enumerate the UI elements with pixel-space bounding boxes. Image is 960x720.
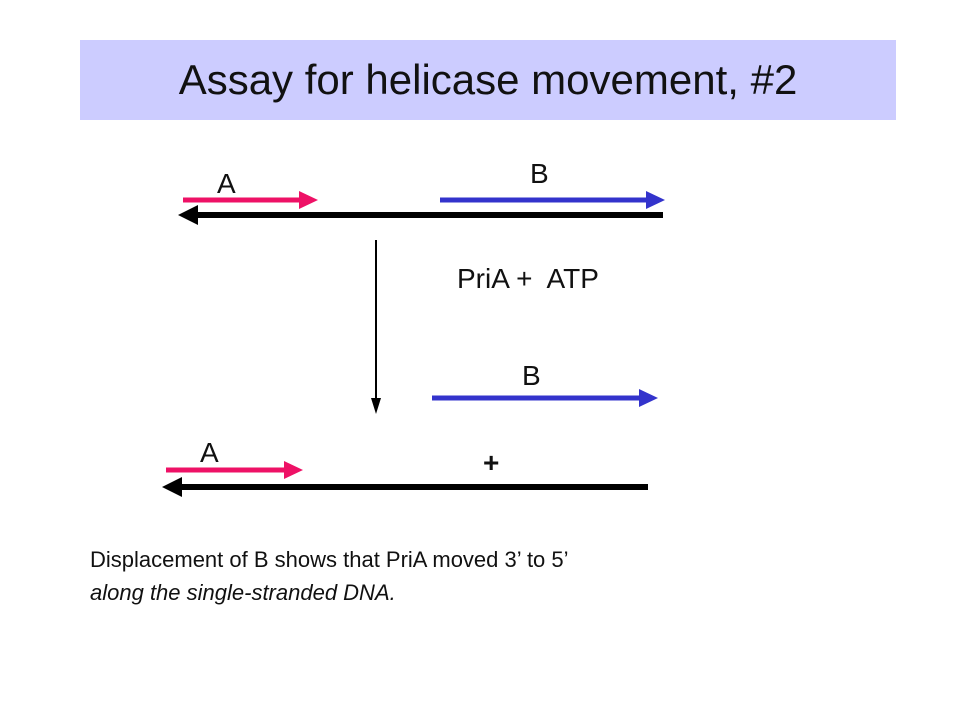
top-label-a: A xyxy=(217,168,236,199)
caption: Displacement of B shows that PriA moved … xyxy=(90,543,910,609)
bottom-strand-b xyxy=(432,389,658,407)
caption-line-1: Displacement of B shows that PriA moved … xyxy=(90,547,569,572)
bottom-template-strand xyxy=(162,477,648,497)
top-strand-b xyxy=(440,191,665,209)
bottom-label-a: A xyxy=(200,437,219,468)
plus-sign: + xyxy=(483,447,499,478)
top-label-b: B xyxy=(530,158,549,189)
bottom-label-b: B xyxy=(522,360,541,391)
top-strand-a xyxy=(183,191,318,209)
reaction-arrow xyxy=(371,240,381,414)
slide-title: Assay for helicase movement, #2 xyxy=(178,56,798,103)
reaction-label: PriA + ATP xyxy=(457,263,599,294)
caption-line-2: along the single-stranded DNA. xyxy=(90,580,396,605)
bottom-strand-a xyxy=(166,461,303,479)
top-template-strand xyxy=(178,205,663,225)
title-bar: Assay for helicase movement, #2 xyxy=(80,40,896,120)
